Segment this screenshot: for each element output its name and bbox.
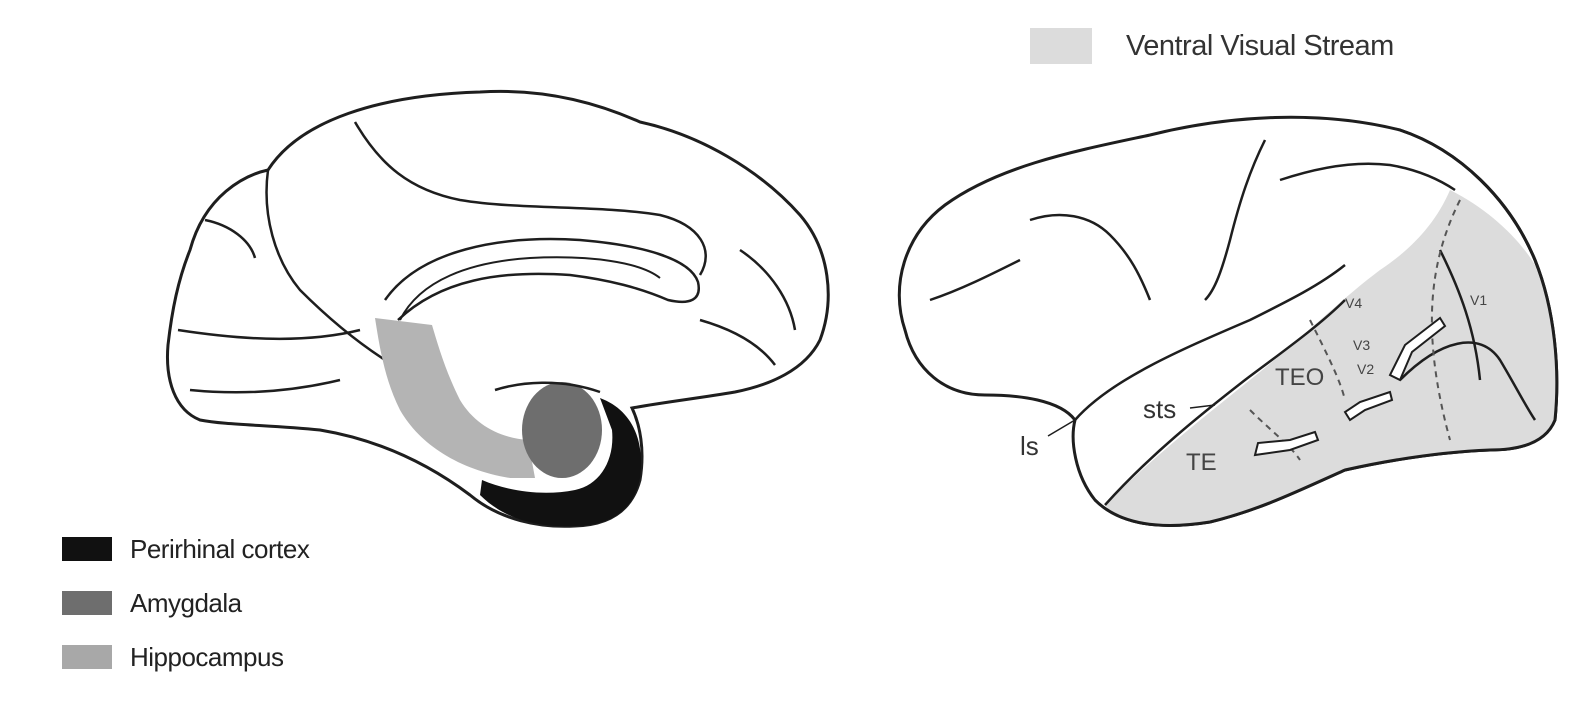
- legend-label-perirhinal: Perirhinal cortex: [130, 534, 309, 565]
- legend-label-amygdala: Amygdala: [130, 588, 242, 619]
- legend-label-hippocampus: Hippocampus: [130, 642, 283, 673]
- label-v4: V4: [1345, 295, 1362, 311]
- ls-pointer-line: [1048, 420, 1075, 436]
- legend-swatch-amygdala: [62, 591, 112, 615]
- medial-brain-view: [167, 91, 828, 526]
- region-legend: Perirhinal cortex Amygdala Hippocampus: [62, 522, 309, 684]
- legend-label-ventral-stream: Ventral Visual Stream: [1126, 30, 1394, 63]
- legend-item-hippocampus: Hippocampus: [62, 630, 309, 684]
- label-ls: ls: [1020, 431, 1039, 461]
- label-v3: V3: [1353, 337, 1370, 353]
- legend-item-perirhinal: Perirhinal cortex: [62, 522, 309, 576]
- legend-swatch-ventral-stream: [1030, 28, 1092, 64]
- label-v1: V1: [1470, 292, 1487, 308]
- legend-swatch-perirhinal: [62, 537, 112, 561]
- legend-item-amygdala: Amygdala: [62, 576, 309, 630]
- legend-swatch-hippocampus: [62, 645, 112, 669]
- lateral-brain-view: ls sts TE TEO V4 V3 V2 V1: [899, 117, 1557, 525]
- label-te: TE: [1186, 449, 1217, 476]
- ventral-stream-legend: Ventral Visual Stream: [1030, 28, 1394, 64]
- label-sts: sts: [1143, 394, 1176, 424]
- label-v2: V2: [1357, 361, 1374, 377]
- label-teo: TEO: [1275, 364, 1324, 391]
- amygdala-region: [522, 382, 602, 478]
